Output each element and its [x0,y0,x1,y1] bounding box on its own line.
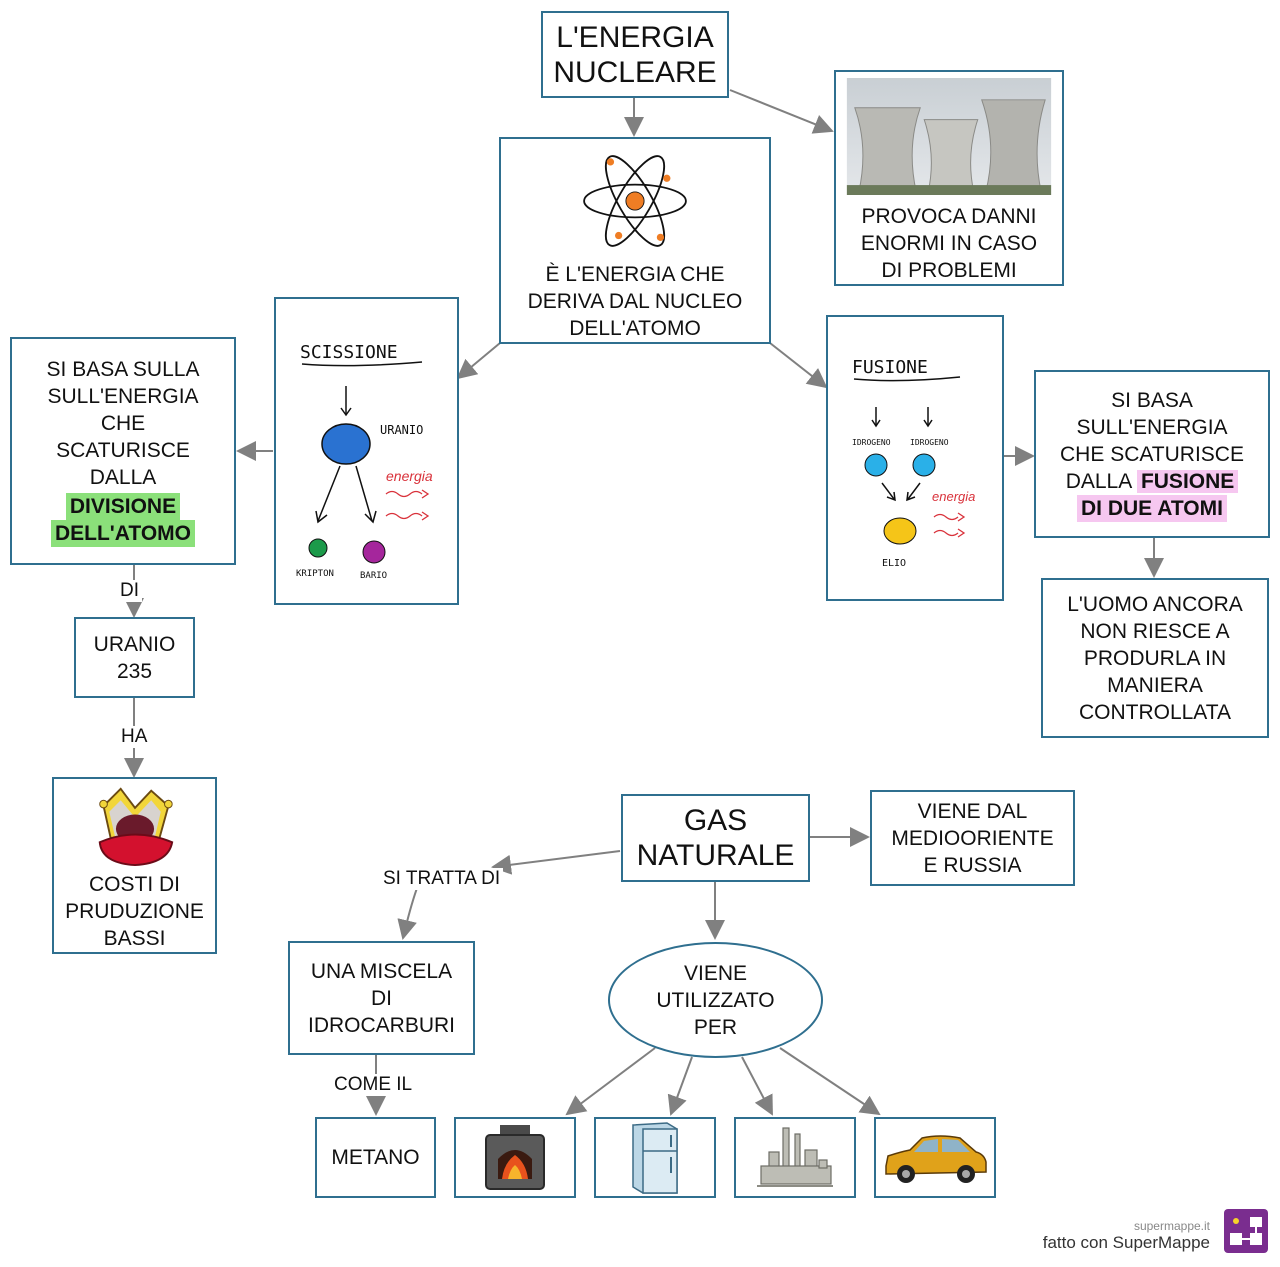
node-text: DELL'ATOMO [569,317,701,340]
cooling-towers-icon [846,78,1052,195]
node-text: NUCLEARE [553,55,717,89]
factory-icon [757,1126,833,1187]
node-frigorifero[interactable] [594,1117,716,1198]
idrogeno-label: IDROGENO [910,438,949,447]
node-text: UTILIZZATO [656,988,775,1012]
node-scissione-desc[interactable]: SI BASA SULLA SULL'ENERGIA CHE SCATURISC… [10,337,236,565]
node-text: PER [693,1015,738,1039]
node-text: DI [371,986,392,1010]
energy-label: energia [386,468,433,484]
node-text: CHE SCATURISCE [1060,442,1244,466]
node-auto[interactable] [874,1117,996,1198]
fridge-icon [632,1121,678,1194]
node-text: DI PROBLEMI [881,259,1017,282]
node-text: VIENE [683,961,748,985]
node-text: PROVOCA DANNI [861,205,1037,228]
energy-label: energia [932,489,975,504]
node-industria[interactable] [734,1117,856,1198]
node-text: ENORMI IN CASO [860,232,1038,255]
node-text: SULL'ENERGIA [1076,415,1228,439]
node-fusione-desc[interactable]: SI BASA SULL'ENERGIA CHE SCATURISCE DALL… [1034,370,1270,538]
elio-label: ELIO [882,558,906,569]
node-text: METANO [331,1146,420,1169]
node-uomo[interactable]: L'UOMO ANCORA NON RIESCE A PRODURLA IN M… [1041,578,1269,738]
node-text: MANIERA [1107,673,1203,697]
highlight-text: DIVISIONE [65,492,181,520]
highlight-text: DI DUE ATOMI [1077,494,1227,522]
node-text: URANIO [93,632,176,656]
node-provenienza[interactable]: VIENE DAL MEDIOORIENTE E RUSSIA [870,790,1075,886]
edge-label-ha: HA [118,726,151,748]
node-scissione-img[interactable]: SCISSIONE URANIO energia KRIPTON BARIO [274,297,459,605]
node-text: CONTROLLATA [1078,700,1232,724]
idrogeno-label: IDROGENO [852,438,891,447]
node-text: VIENE DAL [917,799,1028,823]
fission-sketch: SCISSIONE URANIO energia KRIPTON BARIO [296,342,433,581]
node-text: PRODURLA IN [1083,646,1227,670]
node-text: È L'ENERGIA CHE [545,263,725,286]
crown-icon [98,787,173,867]
node-text: DERIVA DAL NUCLEO [527,290,743,313]
edge-label-come-il: COME IL [331,1074,416,1096]
uranio-label: URANIO [380,423,423,437]
node-text: NATURALE [636,839,795,872]
atom-icon [583,155,687,247]
node-text: IDROCARBURI [307,1013,455,1037]
node-text: PRUDUZIONE [65,900,204,923]
node-energia-nucleare[interactable]: L'ENERGIA NUCLEARE [541,11,729,98]
node-text: COSTI DI [88,873,180,896]
node-text: SCATURISCE [56,438,190,462]
node-uranio-235[interactable]: URANIO 235 [74,617,195,698]
node-danni[interactable]: PROVOCA DANNI ENORMI IN CASO DI PROBLEMI [834,70,1064,286]
kripton-label: KRIPTON [296,569,334,579]
node-text: UNA MISCELA [310,959,453,983]
node-text: MEDIOORIENTE [891,826,1054,850]
node-definizione[interactable]: È L'ENERGIA CHE DERIVA DAL NUCLEO DELL'A… [499,137,771,344]
supermappe-credit: supermappe.it fatto con SuperMappe [1043,1219,1210,1253]
node-metano[interactable]: METANO [315,1117,436,1198]
node-text: SI BASA [1111,388,1193,412]
edge-label-si-tratta-di: SI TRATTA DI [380,868,504,890]
node-text: L'ENERGIA [556,20,714,54]
node-text: SI BASA SULLA [46,357,200,381]
node-fornello[interactable] [454,1117,576,1198]
credit-site: supermappe.it [1133,1219,1210,1233]
node-text: CHE [100,411,146,435]
node-text: GAS [683,804,748,837]
node-text: E RUSSIA [923,853,1022,877]
node-utilizzo[interactable]: VIENE UTILIZZATO PER [608,942,823,1058]
node-fusione-img[interactable]: FUSIONE IDROGENO IDROGENO energia ELIO [826,315,1004,601]
node-text: 235 [116,659,153,683]
node-text: DALLA [1065,469,1132,493]
credit-text: fatto con SuperMappe [1042,1233,1210,1252]
node-gas-naturale[interactable]: GAS NATURALE [621,794,810,882]
fusion-title: FUSIONE [852,357,928,378]
node-miscela[interactable]: UNA MISCELA DI IDROCARBURI [288,941,475,1055]
bario-label: BARIO [360,571,387,581]
fusion-sketch: FUSIONE IDROGENO IDROGENO energia ELIO [852,357,975,569]
stove-icon [485,1124,545,1190]
node-text: DALLA [89,465,157,489]
node-text: BASSI [103,927,166,950]
fission-title: SCISSIONE [300,342,398,363]
supermappe-logo-icon [1224,1209,1268,1253]
car-icon [885,1134,987,1183]
node-text: NON RIESCE A [1080,619,1230,643]
edge-label-di: DI [117,580,142,602]
highlight-text: FUSIONE [1136,469,1239,493]
node-costi[interactable]: COSTI DI PRUDUZIONE BASSI [52,777,217,954]
node-text: L'UOMO ANCORA [1067,592,1243,616]
node-text: SULL'ENERGIA [47,384,199,408]
highlight-text: DELL'ATOMO [50,519,196,547]
